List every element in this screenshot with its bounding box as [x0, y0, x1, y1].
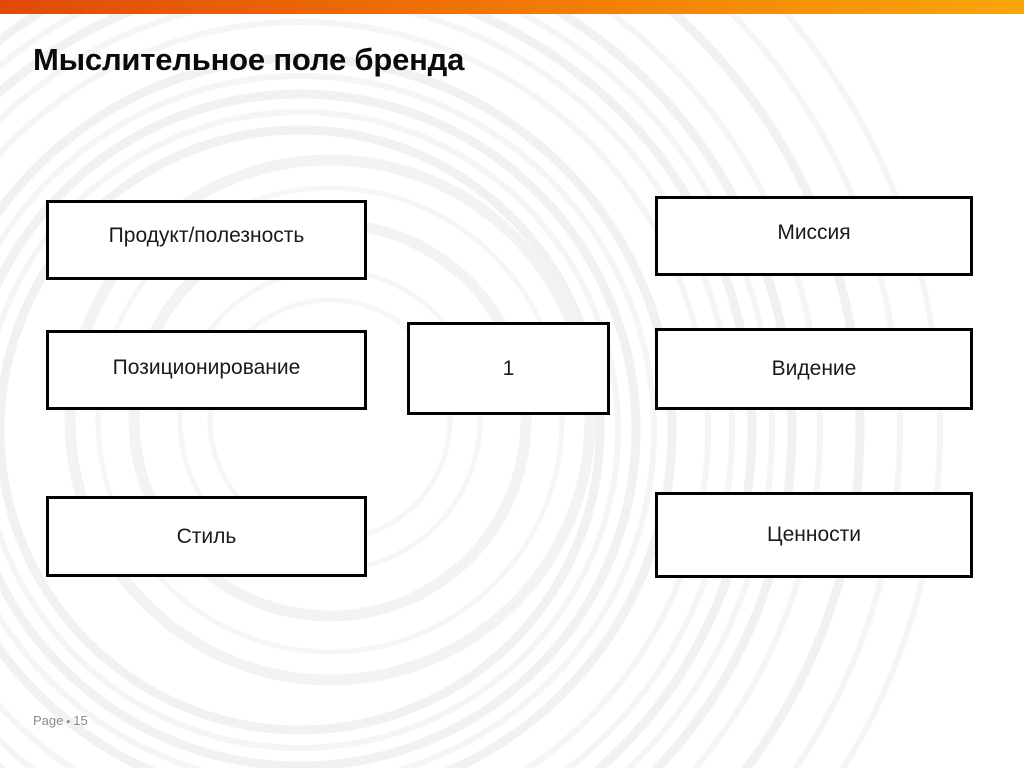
- diagram-box-center[interactable]: 1: [407, 322, 610, 415]
- diagram-box-values[interactable]: Ценности: [655, 492, 973, 578]
- diagram-box-center-label: 1: [502, 356, 515, 380]
- diagram-box-style[interactable]: Стиль: [46, 496, 367, 577]
- page-title: Мыслительное поле бренда: [33, 42, 465, 77]
- page-footer-prefix: Page: [33, 713, 64, 728]
- diagram-box-positioning-label: Позиционирование: [112, 356, 301, 380]
- diagram-box-product-label: Продукт/полезность: [108, 224, 305, 248]
- diagram-box-mission[interactable]: Миссия: [655, 196, 973, 276]
- diagram-box-style-label: Стиль: [176, 524, 237, 548]
- top-accent-bar: [0, 0, 1024, 14]
- page-footer-separator: ▪: [66, 716, 71, 728]
- diagram-box-values-label: Ценности: [767, 523, 861, 547]
- page-footer-number: 15: [73, 713, 88, 728]
- diagram-box-vision-label: Видение: [771, 357, 857, 381]
- diagram-box-product[interactable]: Продукт/полезность: [46, 200, 367, 280]
- page-footer: Page▪15: [33, 713, 88, 728]
- diagram-box-positioning[interactable]: Позиционирование: [46, 330, 367, 410]
- diagram-box-mission-label: Миссия: [777, 221, 851, 245]
- diagram-box-vision[interactable]: Видение: [655, 328, 973, 410]
